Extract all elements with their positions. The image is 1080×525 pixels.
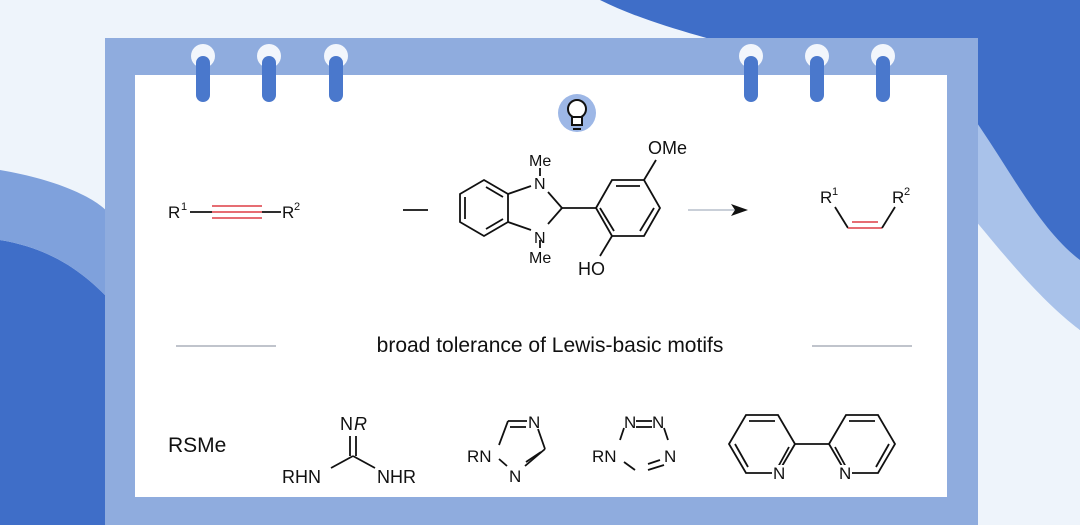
arrow-right-icon (688, 204, 748, 216)
background-wave-left-light (0, 170, 110, 300)
binder-ring-icon (191, 44, 215, 102)
tetrazole-rn: RN (592, 447, 617, 466)
lightbulb-icon (558, 94, 596, 132)
reagent-ome: OMe (648, 138, 687, 158)
r1-superscript: 1 (181, 201, 187, 213)
bipyridine-n-left: N (773, 464, 785, 483)
binder-ring-icon (805, 44, 829, 102)
notebook-paper (135, 75, 947, 497)
product-r1-superscript: 1 (832, 186, 838, 198)
bipyridine-motif (727, 414, 897, 474)
background-wave-right-light (975, 120, 1080, 330)
tetrazole-motif (619, 420, 669, 471)
product-r1-label: R (820, 188, 832, 207)
triazole-n-bottom: N (509, 467, 521, 486)
r2-superscript: 2 (294, 201, 300, 213)
triazole-motif (498, 420, 546, 467)
triazole-n-top: N (528, 413, 540, 432)
reagent-n-top: N (534, 176, 546, 193)
r1-label: R (168, 203, 180, 222)
background-wave-left (0, 240, 110, 525)
guanidine-rhn: RHN (282, 467, 321, 487)
guanidine-r: R (354, 414, 367, 434)
reagent-me-top: Me (529, 153, 551, 170)
tetrazole-n2: N (652, 413, 664, 432)
binder-ring-icon (324, 44, 348, 102)
binder-ring-icon (257, 44, 281, 102)
alkyne-substrate: R 1 R 2 (168, 201, 300, 222)
tetrazole-n3: N (664, 447, 676, 466)
tetrazole-n1: N (624, 413, 636, 432)
section-title: broad tolerance of Lewis-basic motifs (376, 334, 724, 357)
reagent-structure (459, 159, 662, 257)
product-r2-superscript: 2 (904, 186, 910, 198)
triazole-rn: RN (467, 447, 492, 466)
alkene-product: R 1 R 2 (820, 186, 910, 229)
reagent-me-bottom: Me (529, 250, 551, 267)
motif-rsme: RSMe (168, 434, 227, 457)
product-r2-label: R (892, 188, 904, 207)
guanidine-motif (330, 436, 376, 469)
bipyridine-n-right: N (839, 464, 851, 483)
binder-ring-icon (739, 44, 763, 102)
guanidine-nhr: NHR (377, 467, 416, 487)
binder-ring-icon (871, 44, 895, 102)
reagent-ho: HO (578, 259, 605, 279)
reagent-n-bottom: N (534, 230, 546, 247)
r2-label: R (282, 203, 294, 222)
guanidine-n: N (340, 414, 353, 434)
